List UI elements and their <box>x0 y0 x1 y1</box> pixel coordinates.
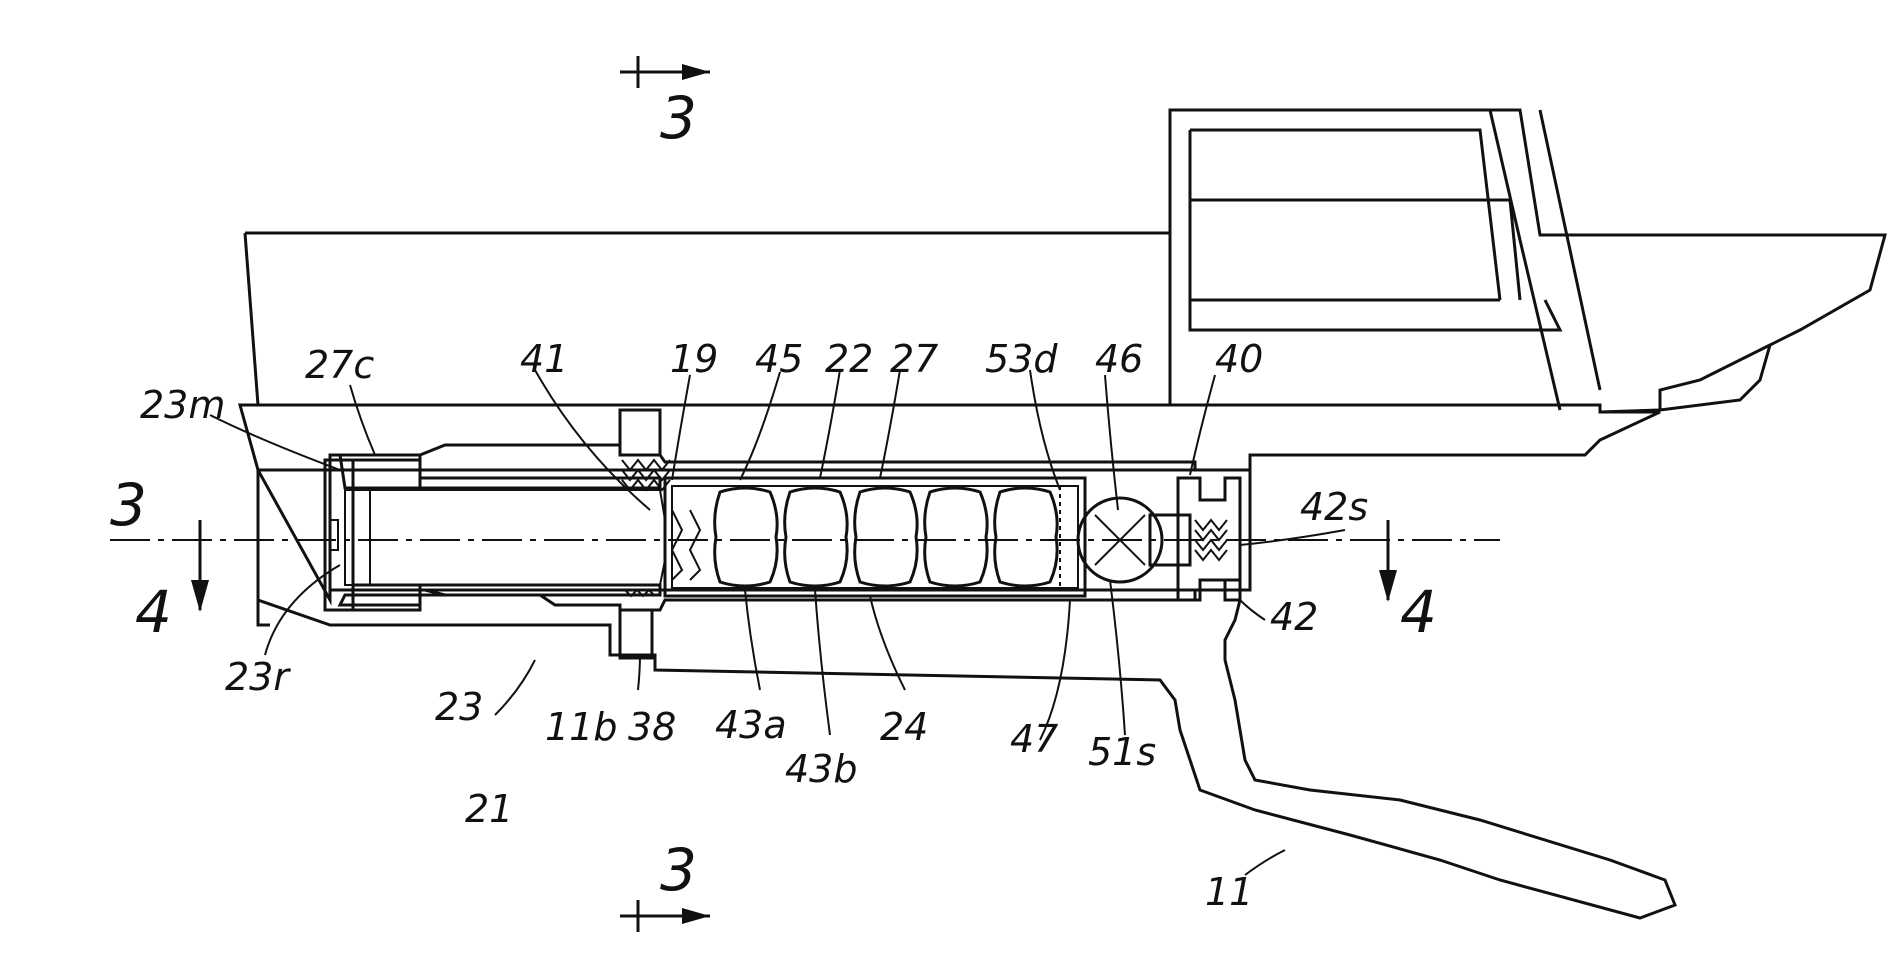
reference-labels: 27c 23m 41 19 45 22 27 53d 46 40 42s 42 … <box>140 337 1368 914</box>
section-arrow-right-4 <box>1379 520 1397 602</box>
frame-outline <box>245 110 1885 412</box>
label-41: 41 <box>520 337 568 381</box>
label-21: 21 <box>465 787 513 831</box>
label-47: 47 <box>1010 717 1058 761</box>
muzzle-cap <box>325 460 420 610</box>
section-label-top: 3 <box>660 84 697 152</box>
label-11: 11 <box>1205 870 1253 914</box>
label-23: 23 <box>435 685 483 729</box>
label-22: 22 <box>825 337 873 381</box>
label-24: 24 <box>880 705 928 749</box>
label-51s: 51s <box>1088 730 1156 774</box>
section-label-right-4: 4 <box>1400 578 1437 646</box>
label-23r: 23r <box>225 655 291 699</box>
label-27c: 27c <box>305 343 374 387</box>
label-19: 19 <box>670 337 718 381</box>
housing-section <box>240 405 1675 918</box>
label-46: 46 <box>1095 337 1143 381</box>
section-marker-bottom <box>620 900 710 932</box>
label-38: 38 <box>628 705 676 749</box>
label-40: 40 <box>1215 337 1263 381</box>
label-43b: 43b <box>785 747 857 791</box>
label-43a: 43a <box>715 703 787 747</box>
label-23m: 23m <box>140 383 225 427</box>
section-arrow-left-4 <box>191 520 209 612</box>
spring-41 <box>620 410 670 658</box>
label-53d: 53d <box>985 337 1058 381</box>
leader-lines <box>210 370 1345 875</box>
label-45: 45 <box>755 337 803 381</box>
label-11b: 11b <box>545 705 617 749</box>
label-27: 27 <box>890 337 938 381</box>
label-42s: 42s <box>1300 485 1368 529</box>
section-label-bottom: 3 <box>660 836 697 904</box>
label-42: 42 <box>1270 595 1318 639</box>
section-label-left-4: 4 <box>135 578 172 646</box>
section-label-left-3: 3 <box>110 471 147 539</box>
magazine-22 <box>665 478 1085 596</box>
